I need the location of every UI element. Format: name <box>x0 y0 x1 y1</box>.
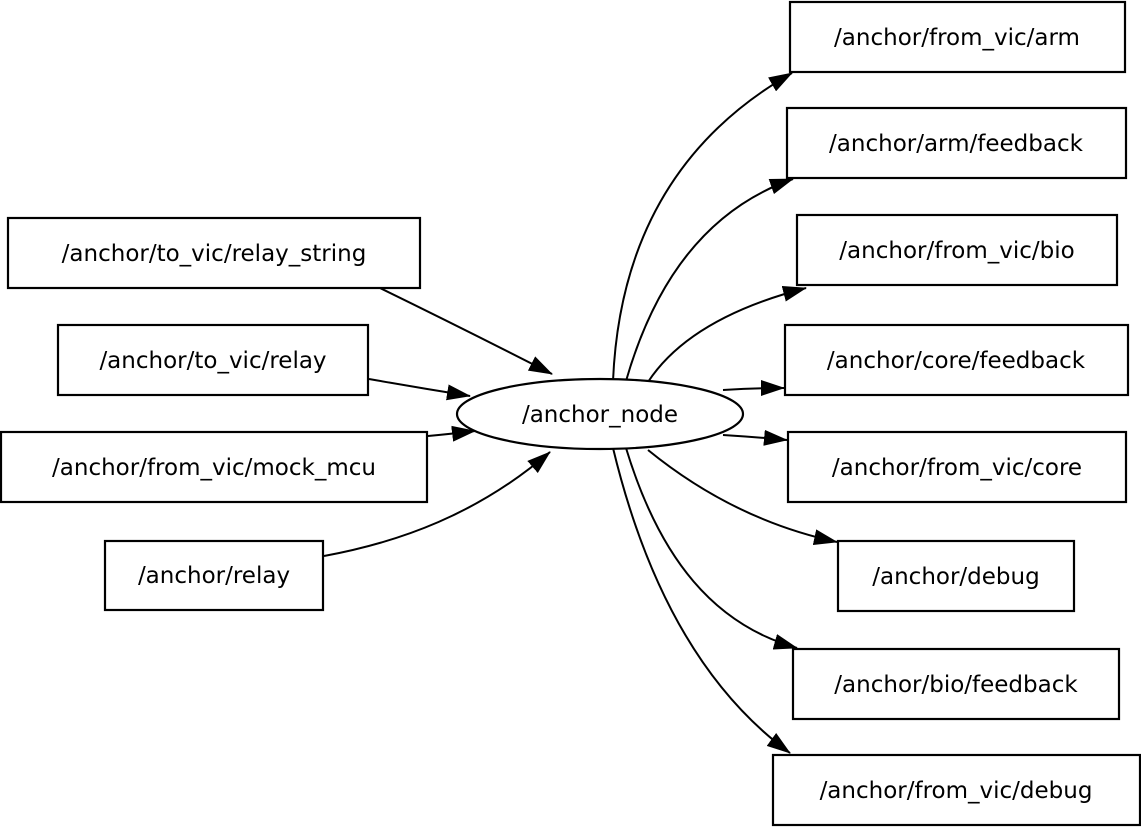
node-label: /anchor_node <box>522 402 678 428</box>
topic-box <box>786 430 1128 504</box>
node-ellipse <box>455 377 745 451</box>
topic-node-from-vic-arm: /anchor/from_vic/arm <box>788 0 1127 74</box>
topic-box <box>783 323 1130 397</box>
topic-node-arm-feedback: /anchor/arm/feedback <box>785 106 1128 180</box>
topic-box <box>56 323 370 397</box>
topic-node-to-vic-relay-string: /anchor/to_vic/relay_string <box>6 216 422 290</box>
topic-box <box>788 0 1127 74</box>
edge-out-from-vic-core <box>722 429 788 446</box>
topic-label: /anchor/arm/feedback <box>829 131 1084 157</box>
topic-box <box>791 647 1121 721</box>
edge-in-relay-string <box>379 287 553 375</box>
topic-label: /anchor/from_vic/core <box>832 455 1082 481</box>
topic-label: /anchor/from_vic/mock_mcu <box>52 455 376 481</box>
topic-label: /anchor/from_vic/bio <box>839 238 1074 264</box>
topic-box <box>785 106 1128 180</box>
topic-node-relay: /anchor/relay <box>103 539 325 612</box>
topic-label: /anchor/debug <box>872 564 1039 590</box>
edge-out-from-vic-bio <box>647 286 807 383</box>
topic-label: /anchor/from_vic/debug <box>820 778 1093 804</box>
input-topic-nodes: /anchor/to_vic/relay_string /anchor/to_v… <box>0 216 429 612</box>
topic-node-to-vic-relay: /anchor/to_vic/relay <box>56 323 370 397</box>
topic-label: /anchor/bio/feedback <box>834 672 1078 698</box>
topic-node-from-vic-bio: /anchor/from_vic/bio <box>795 213 1119 287</box>
topic-label: /anchor/from_vic/arm <box>834 25 1080 51</box>
topic-node-bio-feedback: /anchor/bio/feedback <box>791 647 1121 721</box>
topic-box <box>795 213 1119 287</box>
output-topic-nodes: /anchor/from_vic/arm /anchor/arm/feedbac… <box>771 0 1141 827</box>
topic-node-from-vic-mock-mcu: /anchor/from_vic/mock_mcu <box>0 430 429 504</box>
ros-node-anchor-node: /anchor_node <box>455 377 745 451</box>
topic-box <box>0 430 429 504</box>
edge-in-relay <box>323 451 551 557</box>
edge-out-core-feedback <box>722 380 785 397</box>
edge-out-debug <box>647 449 838 546</box>
topic-box <box>103 539 325 612</box>
topic-box <box>771 753 1141 827</box>
topic-label: /anchor/to_vic/relay <box>99 348 326 374</box>
edge-out-bio-feedback <box>625 447 798 650</box>
topic-box <box>6 216 422 290</box>
topic-node-from-vic-debug: /anchor/from_vic/debug <box>771 753 1141 827</box>
edge-in-mock-mcu <box>427 425 476 442</box>
edge-out-from-vic-debug <box>612 447 791 754</box>
topic-label: /anchor/core/feedback <box>827 348 1086 374</box>
edge-in-to-vic-relay <box>368 378 471 401</box>
topic-label: /anchor/relay <box>138 563 290 589</box>
edge-out-arm-feedback <box>625 178 794 382</box>
topic-node-from-vic-core: /anchor/from_vic/core <box>786 430 1128 504</box>
topic-node-core-feedback: /anchor/core/feedback <box>783 323 1130 397</box>
topic-node-debug: /anchor/debug <box>836 539 1076 613</box>
edge-layer <box>323 72 838 754</box>
topic-label: /anchor/to_vic/relay_string <box>62 241 367 267</box>
edge-out-from-vic-arm <box>612 72 793 382</box>
topic-box <box>836 539 1076 613</box>
